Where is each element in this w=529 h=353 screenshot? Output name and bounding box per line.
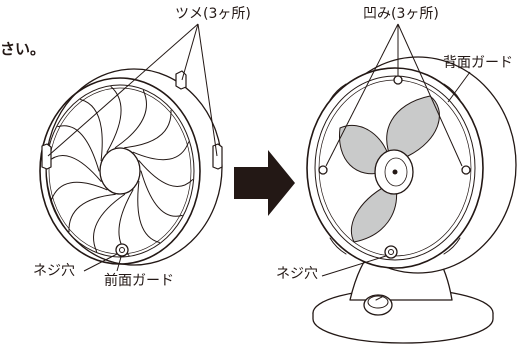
spiral-grille-line xyxy=(68,193,116,233)
front-guard-leader-lines xyxy=(83,253,122,272)
spiral-grille-line xyxy=(132,141,190,161)
fan-shaft xyxy=(392,169,398,175)
fan-body-illustration xyxy=(306,56,517,344)
recesses-leader-lines xyxy=(325,23,463,167)
fan-blade-bottom xyxy=(350,183,398,243)
spiral-grille-line xyxy=(114,90,147,149)
tab-icon-top xyxy=(175,70,187,90)
spiral-grille-line xyxy=(106,86,122,153)
recess-icon-left xyxy=(318,165,328,175)
spiral-grille-line xyxy=(93,193,126,252)
spiral-grille-line xyxy=(80,99,103,162)
spiral-grille-line xyxy=(137,180,160,243)
spiral-grille-line xyxy=(46,155,102,182)
rear-guard-leader-line xyxy=(447,71,471,103)
tabs-leader-lines xyxy=(47,23,218,157)
recesses-label: 凹み(3ヶ所) xyxy=(363,6,439,22)
spiral-grille-line xyxy=(138,160,194,187)
rear-guard-label: 背面ガード xyxy=(443,55,513,71)
spiral-grille-line xyxy=(57,125,100,172)
spiral-grille-line xyxy=(140,170,183,217)
front-guard-front-rim xyxy=(39,77,201,265)
recess-icon-right xyxy=(461,165,471,175)
front-screw-hole-label: ネジ穴 xyxy=(33,263,75,279)
rear-guard-inner-rim xyxy=(314,75,476,261)
front-guard-label: 前面ガード xyxy=(104,273,174,289)
front-guard-inner-ring xyxy=(45,84,195,258)
tab-icon-right xyxy=(212,143,223,170)
front-guard-illustration xyxy=(39,68,223,266)
front-guard-center-hub xyxy=(99,147,141,195)
tabs-label: ツメ(3ヶ所) xyxy=(175,6,251,22)
rear-screw-hole-label: ネジ穴 xyxy=(276,266,318,282)
right-arrow-icon xyxy=(234,150,295,216)
front-guard-spiral-grille xyxy=(46,86,194,256)
screw-hole-right-leader-line xyxy=(321,255,387,277)
spiral-grille-line xyxy=(50,181,108,201)
recess-icon-top xyxy=(393,75,403,85)
instruction-text-fragment: さい。 xyxy=(0,40,46,58)
spiral-grille-line xyxy=(124,109,172,149)
tab-icon-left xyxy=(41,143,52,170)
